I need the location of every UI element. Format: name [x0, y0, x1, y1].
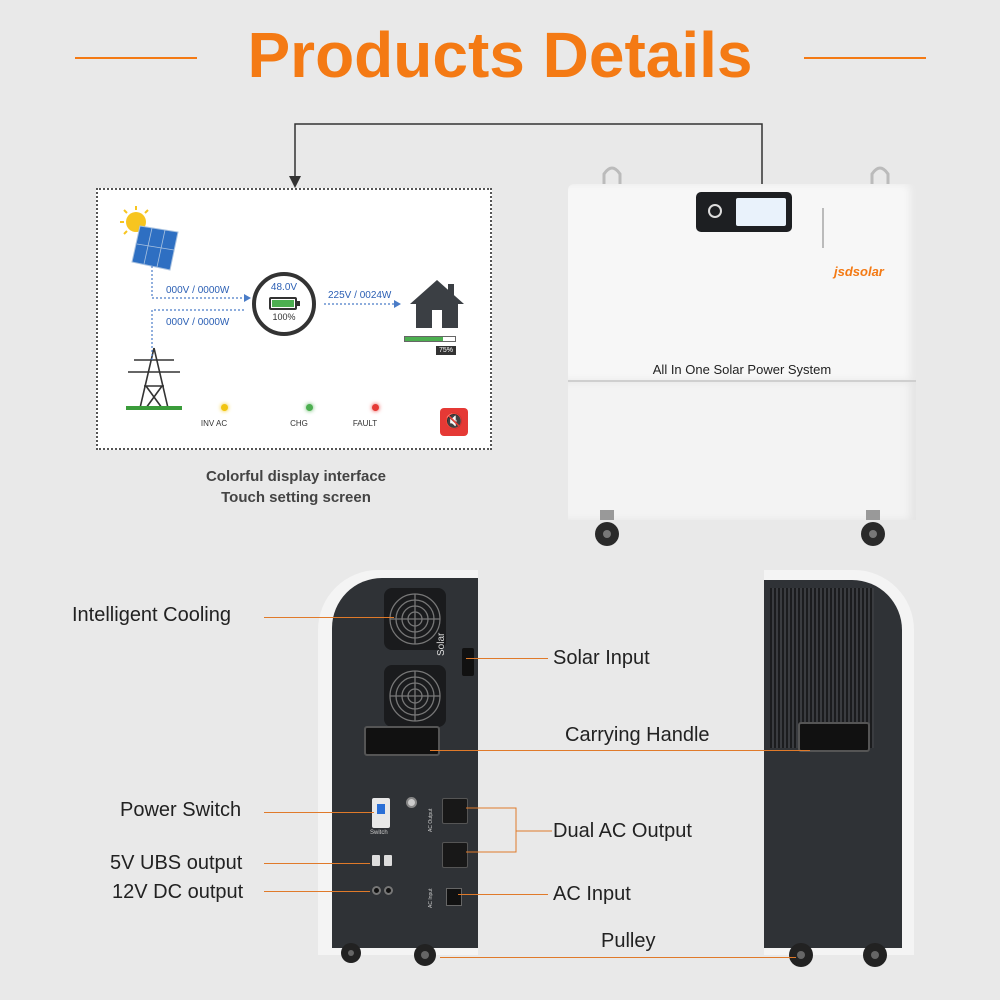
- ac-output-label: AC Output: [428, 808, 434, 832]
- carrying-handle[interactable]: [364, 726, 440, 756]
- battery-percent: 100%: [272, 312, 296, 322]
- callout-dc-output: 12V DC output: [112, 881, 244, 903]
- solar-port-label: Solar: [436, 632, 447, 656]
- display-interface-panel: 000V / 0000W 000V / 0000W 225V / 0024W 4…: [96, 188, 492, 450]
- lifting-hook-icon: [602, 166, 622, 188]
- callout-dual-ac-output: Dual AC Output: [553, 820, 692, 842]
- ac-input-label: AC Input: [428, 888, 434, 908]
- solar-reading: 000V / 0000W: [166, 285, 230, 296]
- vent-grille: [770, 588, 874, 748]
- cooling-fan-icon: [384, 588, 446, 650]
- unit-body-lower: [568, 382, 916, 520]
- knob-icon[interactable]: [406, 797, 417, 808]
- caster-wheel-icon: [861, 510, 885, 546]
- load-bar: [404, 336, 456, 342]
- connector-arrow: [289, 123, 763, 210]
- callout-power-switch: Power Switch: [120, 799, 242, 821]
- dc-output-port[interactable]: [384, 886, 393, 895]
- battery-icon: [269, 297, 300, 310]
- ac-output-socket-1[interactable]: [442, 798, 468, 824]
- side-unit: Solar Switch AC Output AC Input: [318, 570, 478, 966]
- back-unit: [764, 570, 914, 967]
- dc-output-port[interactable]: [372, 886, 381, 895]
- callout-solar-input: Solar Input: [553, 647, 650, 669]
- output-reading: 225V / 0024W: [328, 290, 392, 301]
- indicator-inv-ac: INV AC: [201, 404, 239, 428]
- door-handle: [822, 208, 824, 248]
- page-title: Products Details: [247, 19, 753, 91]
- ac-output-socket-2[interactable]: [442, 842, 468, 868]
- leader-pulley: [440, 957, 796, 958]
- battery-gauge: 48.0V 100%: [252, 272, 316, 336]
- product-name: All In One Solar Power System: [652, 362, 832, 377]
- touch-screen[interactable]: [696, 192, 792, 232]
- caster-wheel-icon: [863, 943, 887, 967]
- switch-label: Switch: [370, 830, 388, 836]
- load-percent: 75%: [436, 346, 457, 355]
- indicator-fault: FAULT: [353, 404, 390, 428]
- unit-seam: [568, 380, 916, 382]
- caster-wheel-icon: [789, 943, 813, 967]
- usb-port[interactable]: [372, 855, 380, 866]
- title-rule-right: [804, 57, 926, 59]
- brand-logo: jsdsolar: [834, 264, 884, 279]
- screen-display: [736, 198, 786, 226]
- mute-icon[interactable]: 🔇: [440, 408, 468, 436]
- caption-line-1: Colorful display interface: [205, 468, 387, 485]
- caster-wheel-icon: [341, 943, 361, 963]
- caster-wheel-icon: [595, 510, 619, 546]
- power-switch[interactable]: [372, 798, 390, 828]
- callout-ac-input: AC Input: [553, 883, 631, 905]
- leader-dc-output: [264, 891, 370, 892]
- flow-lines: [151, 266, 401, 360]
- title-rule-left: [75, 57, 197, 59]
- back-carrying-handle[interactable]: [798, 722, 870, 752]
- callout-pulley: Pulley: [601, 930, 656, 952]
- leader-carrying-handle: [430, 750, 810, 751]
- grid-reading: 000V / 0000W: [166, 317, 230, 328]
- indicator-chg: CHG: [290, 404, 324, 428]
- solar-panel-icon: [120, 206, 179, 271]
- ac-input-port[interactable]: [446, 888, 462, 906]
- caster-wheel-icon: [414, 944, 436, 966]
- usb-port[interactable]: [384, 855, 392, 866]
- leader-intelligent-cooling: [264, 617, 394, 618]
- leader-usb-output: [264, 863, 370, 864]
- battery-voltage: 48.0V: [270, 282, 298, 293]
- power-button-icon[interactable]: [708, 204, 722, 218]
- leader-ac-input: [458, 894, 548, 895]
- callout-carrying-handle: Carrying Handle: [565, 724, 710, 746]
- leader-power-switch: [264, 812, 374, 813]
- leader-solar-input: [466, 658, 548, 659]
- caption-line-2: Touch setting screen: [221, 489, 371, 506]
- cooling-fan-icon: [384, 665, 446, 727]
- leader-dual-ac-output: [466, 807, 552, 853]
- callout-intelligent-cooling: Intelligent Cooling: [72, 604, 231, 626]
- lifting-hook-icon: [870, 166, 890, 188]
- led-icon: [221, 404, 228, 411]
- house-icon: [410, 280, 464, 328]
- solar-input-port[interactable]: [462, 648, 474, 676]
- led-icon: [306, 404, 313, 411]
- front-unit: jsdsolar All In One Solar Power System: [568, 166, 916, 546]
- callout-usb-output: 5V UBS output: [110, 852, 243, 874]
- led-icon: [372, 404, 379, 411]
